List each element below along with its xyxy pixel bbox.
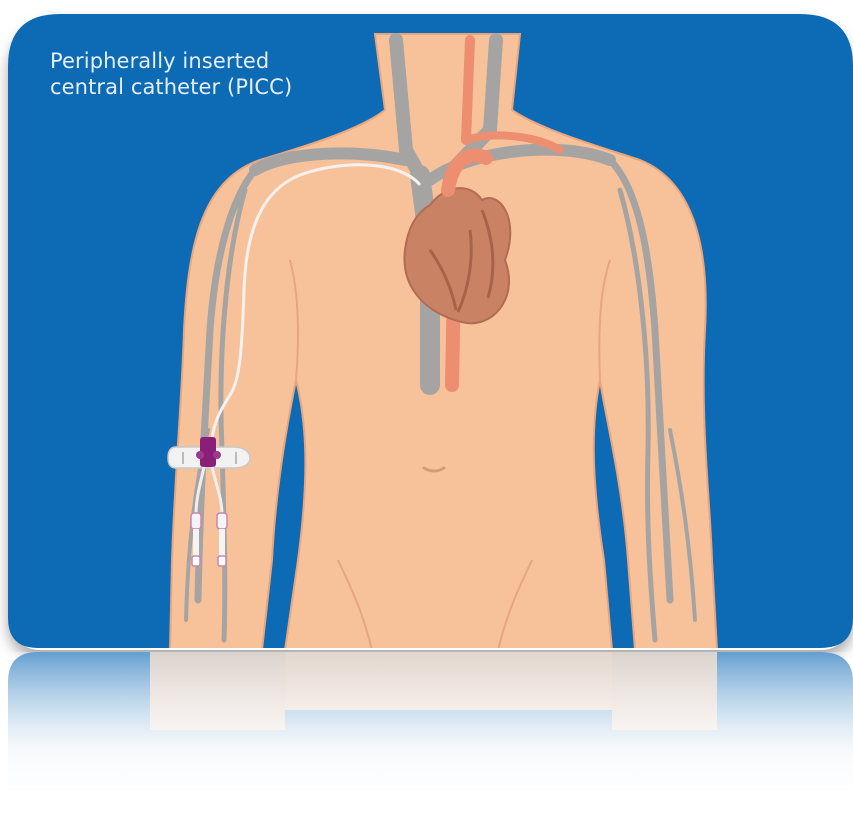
title-line-1: Peripherally inserted: [50, 48, 269, 74]
title-line-2: central catheter (PICC): [50, 74, 292, 100]
reflection: [8, 652, 853, 816]
